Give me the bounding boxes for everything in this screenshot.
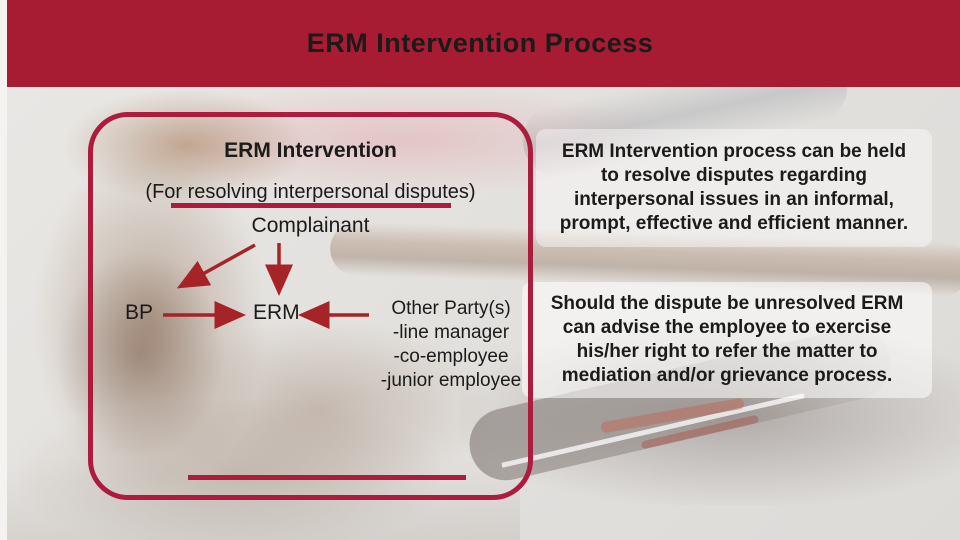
page-title: ERM Intervention Process	[306, 28, 654, 58]
other-party-item: -junior employee	[380, 370, 522, 391]
flow-box-subheading: (For resolving interpersonal disputes)	[145, 181, 476, 203]
bp-label: BP	[125, 301, 154, 324]
gavel-mallet-shape	[150, 320, 490, 495]
paragraph-line: ERM Intervention process can be held	[561, 141, 907, 162]
paragraph-line: interpersonal issues in an informal,	[574, 189, 894, 210]
paragraph-line: to resolve disputes regarding	[600, 165, 868, 186]
slide-header-band: ERM Intervention Process	[0, 0, 960, 87]
paragraph-line: Should the dispute be unresolved ERM	[550, 293, 904, 314]
flow-box-bottom-line	[188, 475, 466, 480]
erm-flow-box: ERM Intervention (For resolving interper…	[88, 112, 533, 500]
erm-process-paragraph: ERM Intervention process can be held to …	[548, 140, 920, 236]
subheading-underline	[171, 203, 451, 208]
complainant-label: Complainant	[251, 214, 370, 237]
panel1-backdrop	[536, 129, 932, 247]
other-party-title: Other Party(s)	[391, 298, 511, 319]
background-pink-wash	[120, 82, 680, 197]
paragraph-line: his/her right to refer the matter to	[576, 341, 878, 362]
flow-box-heading: ERM Intervention	[224, 139, 397, 162]
other-party-item: -co-employee	[393, 346, 509, 367]
other-party-list: Other Party(s) -line manager -co-employe…	[371, 297, 531, 393]
other-party-item: -line manager	[392, 322, 510, 343]
bottom-shadow	[0, 460, 520, 540]
panel2-backdrop	[522, 282, 932, 398]
erm-label: ERM	[253, 301, 300, 324]
flow-arrows	[163, 243, 369, 329]
paragraph-line: mediation and/or grievance process.	[561, 365, 893, 386]
paragraph-line: prompt, effective and efficient manner.	[559, 213, 909, 234]
left-edge-strip	[0, 0, 7, 540]
paragraph-line: can advise the employee to exercise	[562, 317, 892, 338]
arrow-complainant-to-bp	[176, 243, 256, 289]
unresolved-dispute-paragraph: Should the dispute be unresolved ERM can…	[528, 292, 926, 388]
